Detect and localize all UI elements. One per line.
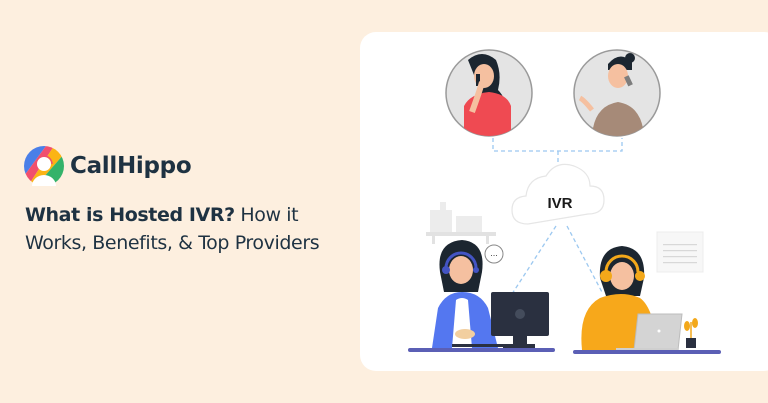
ivr-illustration: IVR ...	[408, 49, 721, 354]
title-regular-2: Works, Benefits, & Top Providers	[25, 232, 320, 254]
ivr-cloud: IVR	[511, 163, 605, 225]
page-title: What is Hosted IVR? How it Works, Benefi…	[25, 201, 365, 257]
plant	[684, 318, 698, 348]
caller-1-avatar	[445, 49, 533, 137]
shelf	[426, 202, 496, 244]
brand: CallHippo	[24, 146, 192, 186]
desktop-monitor	[452, 292, 549, 348]
caller-2-avatar	[573, 49, 661, 137]
svg-text:...: ...	[490, 249, 498, 258]
title-bold: What is Hosted IVR?	[25, 204, 235, 226]
calendar	[656, 231, 704, 273]
callhippo-logo-icon	[24, 146, 64, 186]
title-regular-1: How it	[234, 204, 299, 226]
agent-1: ...	[432, 240, 504, 348]
cloud-label: IVR	[547, 195, 572, 212]
desk-left	[408, 348, 555, 352]
brand-name: CallHippo	[70, 153, 192, 179]
desk-right	[573, 350, 721, 354]
chat-bubble-icon: ...	[484, 244, 504, 264]
